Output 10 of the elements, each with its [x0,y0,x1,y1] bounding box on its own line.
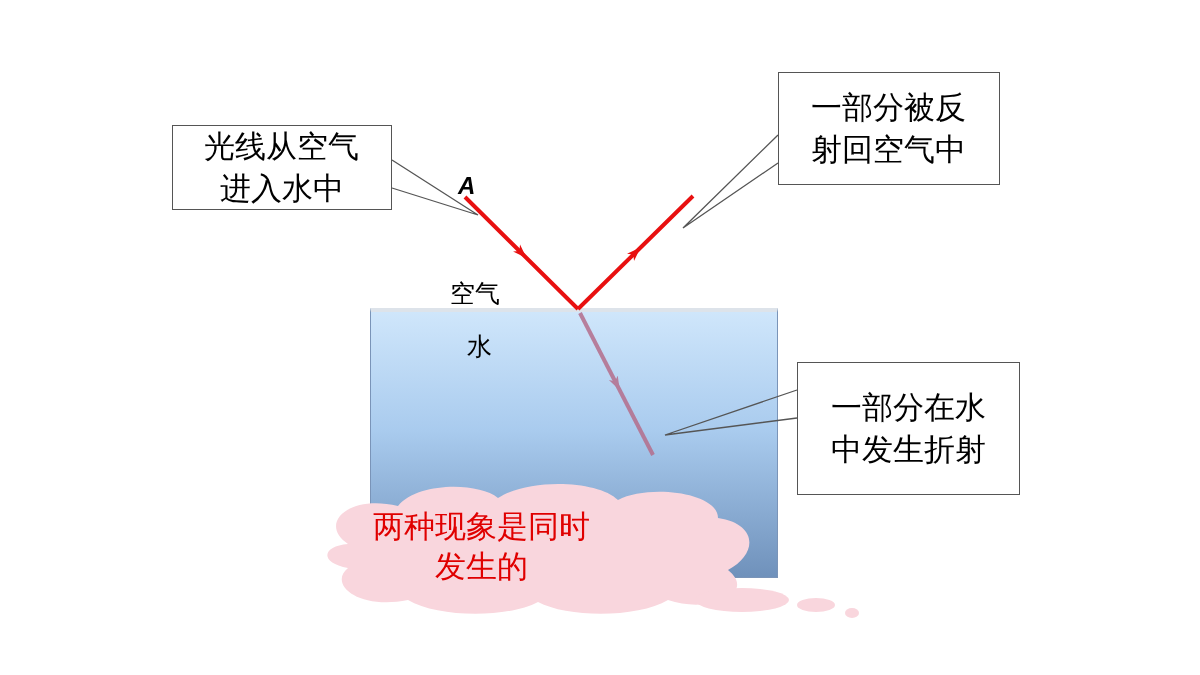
callout-text: 一部分在水中发生折射 [830,387,987,469]
callout-text: 光线从空气进入水中 [203,126,361,208]
callout-text: 一部分被反射回空气中 [810,87,968,169]
callout-box [172,125,392,210]
point-label: A [458,172,476,200]
medium-label: 水 [467,331,492,363]
medium-label: 空气 [450,278,500,310]
callout-box [797,362,1020,495]
cloud-text: 两种现象是同时发生的 [371,507,591,587]
callout-box [778,72,1000,185]
